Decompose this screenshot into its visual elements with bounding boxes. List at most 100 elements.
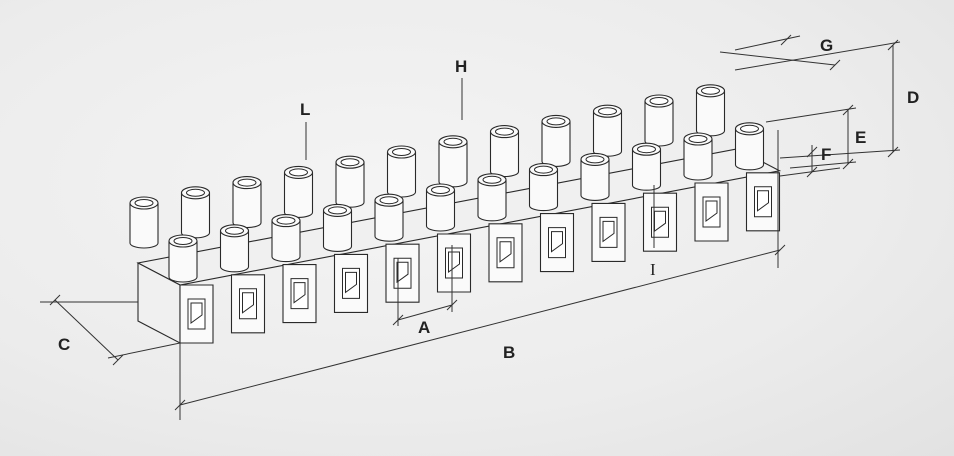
front-collar-hole bbox=[482, 175, 502, 184]
back-screw-collar bbox=[644, 94, 674, 147]
clamp-plate bbox=[396, 261, 409, 284]
back-screw-collar bbox=[695, 84, 726, 137]
terminal-module bbox=[631, 142, 678, 252]
front-collar-side bbox=[219, 230, 250, 273]
terminal-module bbox=[271, 214, 317, 324]
terminal-module bbox=[219, 224, 266, 334]
clamp-plate bbox=[448, 251, 460, 273]
dim-e-ext bbox=[789, 161, 857, 169]
collar-hole bbox=[392, 148, 411, 156]
front-collar-side bbox=[631, 149, 662, 191]
collar-side bbox=[335, 162, 365, 208]
label-i: I bbox=[650, 260, 656, 279]
collar-side bbox=[438, 141, 468, 188]
label-l: L bbox=[300, 100, 310, 119]
label-c: C bbox=[58, 335, 70, 354]
dim-f-tick bbox=[806, 146, 818, 158]
collar-side bbox=[386, 152, 417, 198]
front-collar-side bbox=[528, 169, 559, 212]
label-g: G bbox=[820, 36, 833, 55]
label-e: E bbox=[855, 128, 866, 147]
collar-side bbox=[232, 182, 262, 229]
back-screw-collar bbox=[335, 155, 365, 208]
dim-c-tick bbox=[49, 294, 61, 306]
collar-hole bbox=[237, 178, 257, 187]
clamp-plate bbox=[551, 231, 563, 253]
collar-side bbox=[541, 121, 571, 167]
collar-side bbox=[592, 111, 623, 157]
dim-f-ext bbox=[779, 167, 841, 177]
collar-side bbox=[283, 172, 314, 218]
collar-hole bbox=[340, 158, 360, 167]
label-b: B bbox=[503, 343, 515, 362]
collar-side bbox=[129, 203, 159, 249]
dim-a-line bbox=[397, 304, 453, 321]
collar-side bbox=[644, 101, 674, 147]
clamp-plate bbox=[293, 282, 306, 304]
collar-hole bbox=[495, 127, 514, 136]
terminal-strip-body bbox=[129, 84, 782, 344]
clamp-plate bbox=[499, 241, 512, 263]
front-collar-side bbox=[271, 220, 301, 263]
front-collar-hole bbox=[173, 237, 193, 245]
clamp-plate bbox=[190, 302, 203, 324]
back-screw-collar bbox=[489, 125, 520, 178]
dim-e-tick bbox=[842, 104, 854, 116]
back-screw-collar bbox=[592, 104, 623, 157]
front-collar-hole bbox=[276, 216, 296, 225]
collar-hole bbox=[598, 107, 617, 116]
dim-g-tick bbox=[829, 59, 841, 71]
front-collar-side bbox=[580, 159, 610, 201]
front-collar-hole bbox=[379, 196, 399, 205]
front-collar-hole bbox=[225, 226, 244, 235]
front-collar-side bbox=[168, 241, 198, 283]
front-collar-hole bbox=[585, 155, 605, 164]
collar-side bbox=[180, 192, 211, 239]
back-screw-collar bbox=[129, 196, 159, 249]
collar-hole bbox=[443, 137, 463, 146]
back-screw-collar bbox=[283, 165, 314, 218]
clamp-plate bbox=[602, 220, 615, 243]
front-collar-hole bbox=[637, 145, 656, 154]
collar-hole bbox=[186, 188, 205, 197]
front-collar-side bbox=[683, 139, 713, 181]
dimension-lines bbox=[40, 34, 901, 420]
terminal-module bbox=[580, 152, 626, 262]
clamp-plate bbox=[345, 271, 357, 294]
clamp-plate bbox=[705, 200, 718, 222]
dim-d-tick bbox=[887, 146, 899, 158]
terminal-module bbox=[168, 234, 214, 344]
collar-hole bbox=[546, 117, 566, 126]
collar-side bbox=[489, 131, 520, 178]
back-screw-collar bbox=[386, 145, 417, 198]
dim-d-ext bbox=[779, 149, 901, 159]
terminal-module bbox=[374, 193, 420, 303]
front-collar-hole bbox=[534, 165, 553, 174]
dim-b-tick bbox=[774, 244, 786, 256]
collar-hole bbox=[289, 168, 308, 177]
terminal-module bbox=[322, 203, 369, 313]
dim-d-tick bbox=[887, 39, 899, 51]
back-screw-collar bbox=[180, 186, 211, 239]
front-collar-side bbox=[477, 179, 507, 222]
label-f: F bbox=[821, 145, 831, 164]
collar-side bbox=[695, 90, 726, 137]
dim-e-tick bbox=[842, 158, 854, 170]
terminal-module bbox=[425, 183, 472, 293]
terminal-module bbox=[477, 173, 523, 283]
collar-hole bbox=[649, 97, 669, 105]
terminal-module bbox=[528, 163, 575, 273]
collar-hole bbox=[701, 86, 720, 95]
back-screw-collar bbox=[438, 135, 468, 188]
front-collar-side bbox=[322, 210, 353, 252]
dim-e-ext bbox=[765, 107, 857, 123]
back-screw-collar bbox=[541, 114, 571, 167]
dim-d-ext bbox=[734, 41, 901, 71]
dim-g-line bbox=[719, 51, 836, 66]
clamp-plate bbox=[242, 292, 254, 314]
front-collar-side bbox=[374, 200, 404, 242]
dim-c-line bbox=[54, 299, 119, 361]
dim-g-ext bbox=[734, 35, 801, 51]
